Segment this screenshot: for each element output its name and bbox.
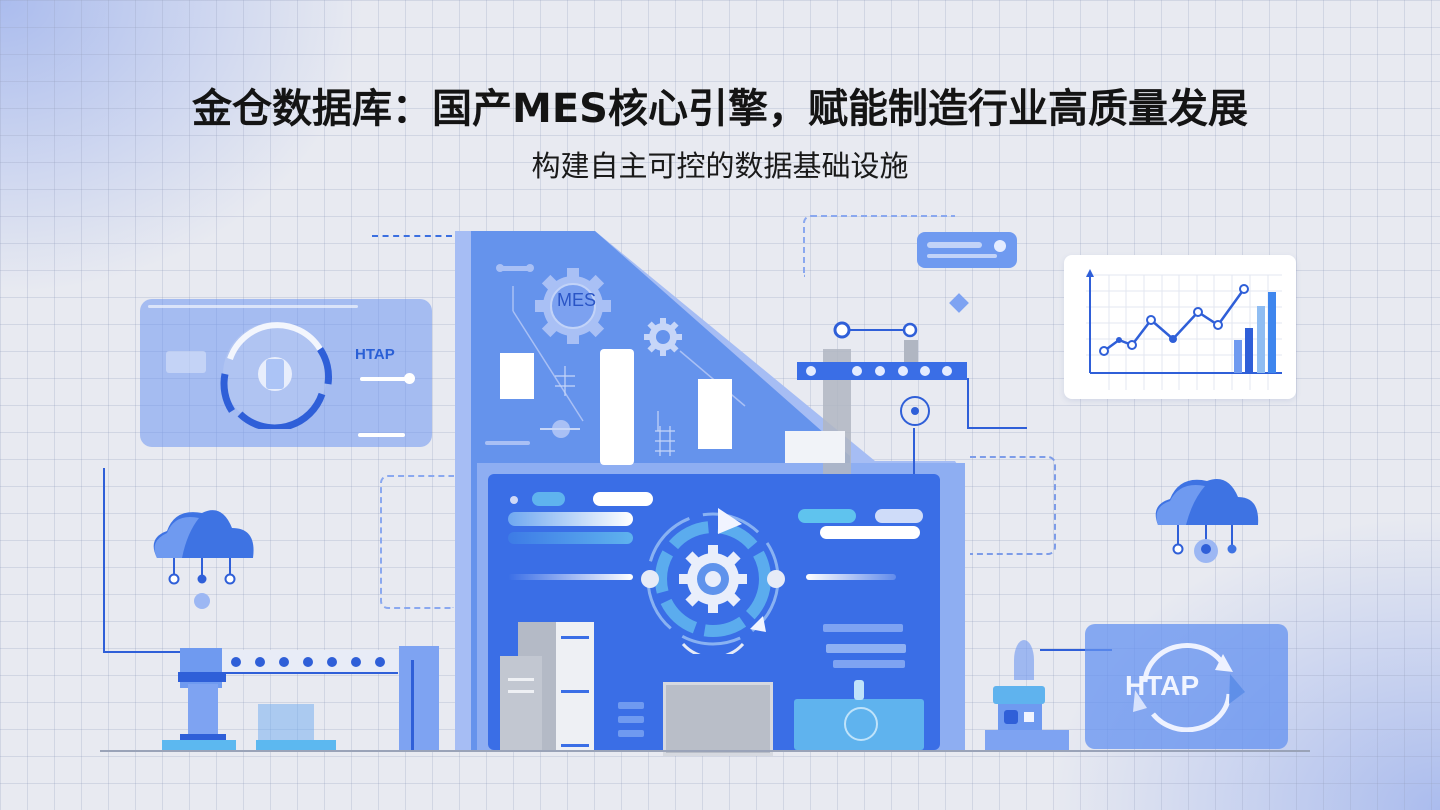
machine-head [180, 648, 222, 688]
node-link-icon [833, 321, 918, 339]
robot-body [998, 704, 1042, 732]
machine-part [258, 704, 314, 740]
target-node-icon [900, 396, 930, 426]
database-device [794, 699, 924, 750]
htap-cycle-icon [220, 322, 332, 429]
trend-chart-card [1064, 255, 1296, 399]
dashboard-screen [488, 474, 940, 756]
connector-line [103, 651, 188, 653]
floor-line [100, 750, 1310, 752]
robot-base [985, 730, 1069, 750]
htap-card-right: HTAP [1085, 624, 1288, 749]
connector-bracket [380, 475, 454, 609]
storage-box [663, 682, 773, 756]
connector-bracket [970, 456, 1056, 555]
htap-label: HTAP [355, 346, 395, 363]
mes-label: MES [557, 290, 597, 310]
htap-label: HTAP [1125, 670, 1200, 701]
page-subtitle: 构建自主可控的数据基础设施 [531, 149, 909, 183]
robot-arm [1014, 640, 1034, 680]
sync-gear-icon [641, 508, 785, 654]
server-tower [500, 656, 542, 750]
machine-part [180, 734, 226, 740]
status-pill-card [917, 232, 1017, 268]
cloud-icon [1155, 479, 1259, 563]
machine-base [256, 740, 336, 750]
connector-line [1040, 649, 1112, 651]
conveyor-belt [222, 650, 398, 674]
connector-line [372, 235, 452, 237]
htap-card-left: HTAP [140, 299, 432, 447]
connector-bracket [803, 215, 955, 277]
machine-base [162, 740, 236, 750]
connector-line [967, 378, 969, 428]
machine-pillar [188, 684, 218, 740]
machine-cabinet [399, 646, 439, 750]
rail-bar [797, 362, 967, 380]
robot-top [993, 686, 1045, 704]
connector-line [103, 468, 105, 652]
htap-cycle-icon [1133, 643, 1245, 732]
machine-part [178, 672, 226, 682]
page-title: 金仓数据库：国产MES核心引擎，赋能制造行业高质量发展 [192, 86, 1248, 132]
cloud-icon [153, 510, 254, 609]
trend-line-chart [1086, 269, 1282, 390]
connector-line [967, 427, 1027, 429]
